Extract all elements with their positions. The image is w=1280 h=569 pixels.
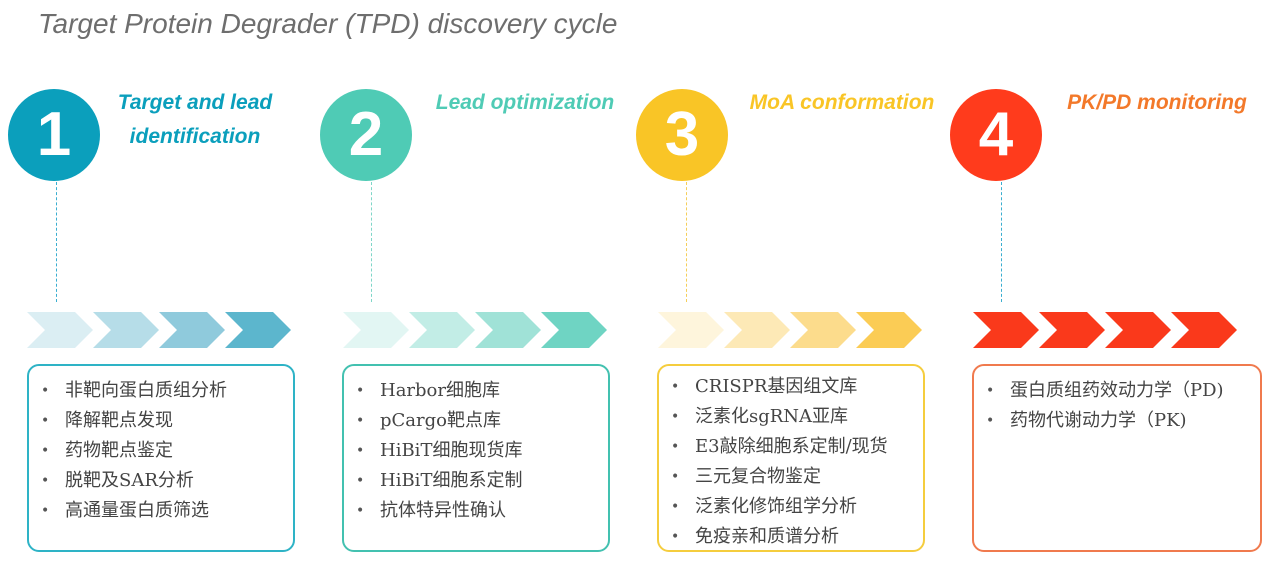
stage-2-chevron-1 bbox=[343, 312, 409, 348]
stage-4-number: 4 bbox=[978, 100, 1014, 169]
stage-1-chevron-4 bbox=[225, 312, 291, 348]
stage-1-number: 1 bbox=[36, 100, 72, 169]
stage-2-connector bbox=[371, 182, 372, 302]
stage-4-number-circle: 4 bbox=[950, 89, 1042, 181]
stage-4-service-box: •蛋白质组药效动力学（PD) •药物代谢动力学（PK) bbox=[972, 364, 1262, 552]
list-item: •HiBiT细胞系定制 bbox=[356, 470, 523, 491]
stage-3-number-circle: 3 bbox=[636, 89, 728, 181]
list-item: •E3敲除细胞系定制/现货 bbox=[671, 436, 888, 457]
stage-2-chevron-3 bbox=[475, 312, 541, 348]
stage-1-service-box: •非靶向蛋白质组分析 •降解靶点发现 •药物靶点鉴定 •脱靶及SAR分析 •高通… bbox=[27, 364, 295, 552]
stage-3-connector bbox=[686, 182, 687, 302]
list-item: •Harbor细胞库 bbox=[356, 380, 500, 401]
stage-1-title: Target and lead identification bbox=[100, 86, 290, 154]
stage-3-title-line-1: MoA conformation bbox=[749, 91, 935, 114]
list-item: •pCargo靶点库 bbox=[356, 410, 501, 431]
list-item: •免疫亲和质谱分析 bbox=[671, 526, 839, 547]
stage-4-chevrons bbox=[973, 312, 1237, 348]
stage-4-chevron-4 bbox=[1171, 312, 1237, 348]
stage-2-service-box: •Harbor细胞库 •pCargo靶点库 •HiBiT细胞现货库 •HiBiT… bbox=[342, 364, 610, 552]
list-item: •非靶向蛋白质组分析 bbox=[41, 380, 227, 401]
list-item: •CRISPR基因组文库 bbox=[671, 376, 858, 397]
stage-2-number: 2 bbox=[348, 100, 384, 169]
stage-4-title: PK/PD monitoring bbox=[1046, 86, 1268, 120]
stage-2-title-line-1: Lead optimization bbox=[435, 91, 615, 114]
list-item: •三元复合物鉴定 bbox=[671, 466, 821, 487]
stage-3-chevron-4 bbox=[856, 312, 922, 348]
stage-4-chevron-1 bbox=[973, 312, 1039, 348]
list-item: •泛素化修饰组学分析 bbox=[671, 496, 857, 517]
stage-3-service-box: •CRISPR基因组文库 •泛素化sgRNA亚库 •E3敲除细胞系定制/现货 •… bbox=[657, 364, 925, 552]
list-item: •药物靶点鉴定 bbox=[41, 440, 173, 461]
stage-1-chevron-3 bbox=[159, 312, 225, 348]
list-item: •抗体特异性确认 bbox=[356, 500, 506, 521]
stage-1-chevron-1 bbox=[27, 312, 93, 348]
stage-2-number-circle: 2 bbox=[320, 89, 412, 181]
stage-1-chevron-2 bbox=[93, 312, 159, 348]
stage-4-chevron-3 bbox=[1105, 312, 1171, 348]
stage-3-chevron-2 bbox=[724, 312, 790, 348]
stage-2-chevron-2 bbox=[409, 312, 475, 348]
stage-3-chevrons bbox=[658, 312, 922, 348]
page-title: Target Protein Degrader (TPD) discovery … bbox=[38, 8, 618, 39]
list-item: •泛素化sgRNA亚库 bbox=[671, 406, 849, 427]
stage-2-chevron-4 bbox=[541, 312, 607, 348]
list-item: •降解靶点发现 bbox=[41, 410, 173, 431]
stage-1-title-line-1: Target and lead bbox=[117, 91, 273, 114]
stage-4-connector bbox=[1001, 182, 1002, 302]
stage-2-title: Lead optimization bbox=[420, 86, 630, 120]
stage-3-title: MoA conformation bbox=[733, 86, 951, 120]
stage-1-number-circle: 1 bbox=[8, 89, 100, 181]
list-item: •HiBiT细胞现货库 bbox=[356, 440, 523, 461]
stage-3-chevron-3 bbox=[790, 312, 856, 348]
stage-4-chevron-2 bbox=[1039, 312, 1105, 348]
list-item: •脱靶及SAR分析 bbox=[41, 470, 194, 491]
stage-2-chevrons bbox=[343, 312, 607, 348]
stage-3-chevron-1 bbox=[658, 312, 724, 348]
stage-1-chevrons bbox=[27, 312, 291, 348]
stage-1-title-line-2: identification bbox=[129, 125, 261, 148]
stage-4-title-line-1: PK/PD monitoring bbox=[1067, 91, 1247, 114]
list-item: •药物代谢动力学（PK) bbox=[986, 410, 1187, 431]
stage-3-number: 3 bbox=[664, 100, 700, 169]
list-item: •高通量蛋白质筛选 bbox=[41, 500, 209, 521]
list-item: •蛋白质组药效动力学（PD) bbox=[986, 380, 1224, 401]
stage-1-connector bbox=[56, 182, 57, 302]
